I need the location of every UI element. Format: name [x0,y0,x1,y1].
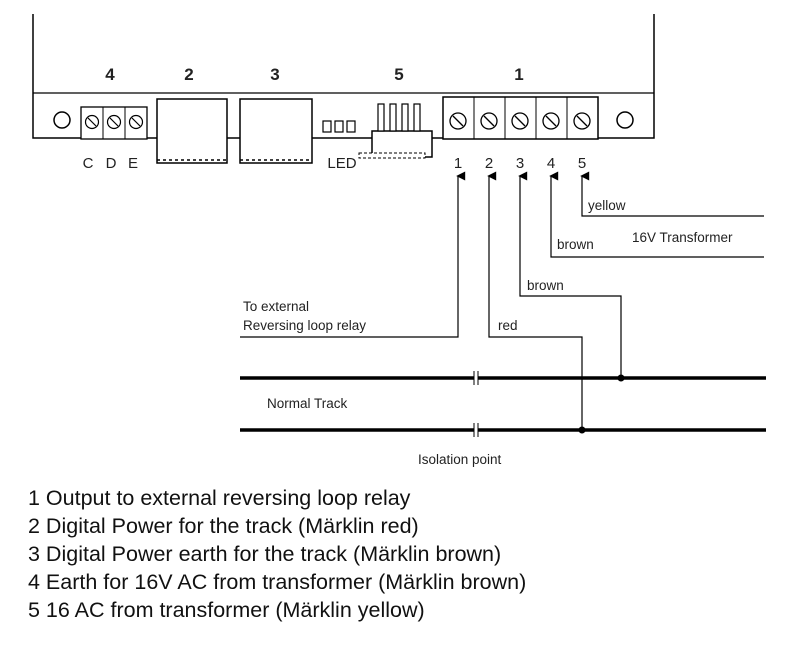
wire-label-yellow: yellow [588,198,626,213]
screw-icon [542,112,560,130]
mounting-hole-right [616,111,634,129]
terminal-letter-d: D [106,155,117,172]
mounting-hole-left [53,111,71,129]
relay-label-line1: To external [243,299,309,314]
wiring-diagram: 4 2 3 5 1 C D E [32,14,766,467]
legend-item-1: 1 Output to external reversing loop rela… [28,486,411,510]
pin-header-5 [358,103,433,159]
relay-label-line2: Reversing loop relay [243,318,366,333]
socket-3 [239,98,313,164]
led-indicators [322,120,356,133]
terminal-number-5: 5 [578,155,586,172]
terminal-number-2: 2 [485,155,493,172]
terminal-letter-e: E [128,155,138,172]
wire-1-relay [240,171,466,338]
legend: 1 Output to external reversing loop rela… [28,484,526,624]
terminal-number-1: 1 [454,155,462,172]
group-label-5: 5 [394,65,403,84]
terminal-letter-c: C [83,155,94,172]
group-label-2: 2 [184,65,193,84]
group-label-1: 1 [514,65,523,84]
led-label: LED [327,155,356,172]
control-unit: 4 2 3 5 1 C D E [32,14,655,172]
legend-item-5: 5 16 AC from transformer (Märklin yellow… [28,598,425,622]
junction-dot-brown [617,374,625,382]
track [240,371,766,437]
screw-icon [84,114,100,130]
wire-4-brown [549,171,764,258]
legend-item-2: 2 Digital Power for the track (Märklin r… [28,514,419,538]
socket-2 [156,98,228,164]
isolation-label: Isolation point [418,452,502,467]
terminal-number-3: 3 [516,155,524,172]
wire-label-brown-track: brown [527,278,564,293]
terminal-number-4: 4 [547,155,555,172]
transformer-label: 16V Transformer [632,230,733,245]
legend-item-4: 4 Earth for 16V AC from transformer (Mär… [28,570,527,594]
track-label: Normal Track [267,396,348,411]
wire-5-yellow [580,171,764,217]
group-label-3: 3 [270,65,279,84]
screw-icon [128,114,144,130]
wire-label-red: red [498,318,518,333]
screw-icon [106,114,122,130]
screw-icon [511,112,529,130]
screw-icon [449,112,467,130]
wire-2-red [487,171,583,430]
legend-item-3: 3 Digital Power earth for the track (Mär… [28,542,502,566]
terminal-block-main [442,96,599,140]
screw-icon [480,112,498,130]
wire-label-brown-transformer: brown [557,237,594,252]
group-label-4: 4 [105,65,115,84]
wires [240,171,764,430]
wire-3-brown [518,171,622,378]
housing-outline [32,14,655,139]
terminal-block-cde [80,106,148,140]
screw-icon [573,112,591,130]
junction-dot-red [578,426,586,434]
